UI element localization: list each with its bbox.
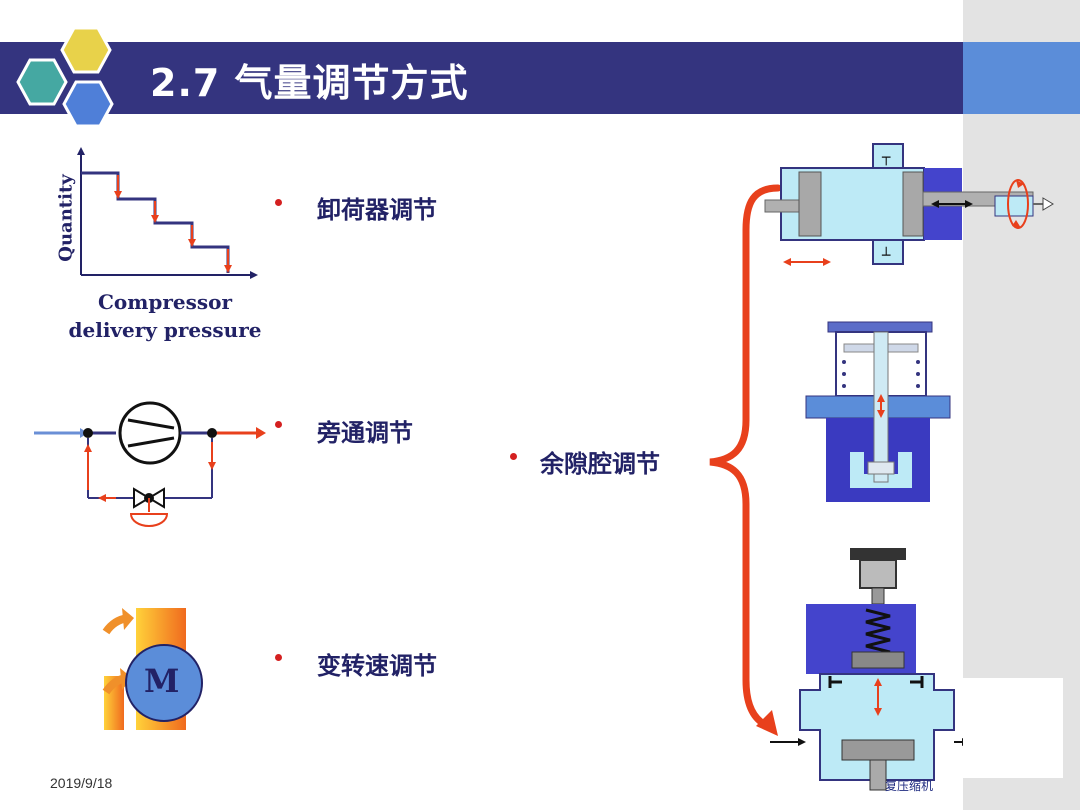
label-speed: 变转速调节 — [317, 652, 437, 680]
svg-text:┬: ┬ — [881, 150, 891, 166]
unloader-cylinder: ┬ ┴ — [764, 143, 1054, 266]
label-bypass: 旁通调节 — [317, 419, 413, 447]
page-title: 2.7 气量调节方式 — [150, 61, 469, 105]
label-unloader: 卸荷器调节 — [317, 196, 437, 224]
white-patch — [963, 678, 1063, 778]
bullet — [275, 421, 282, 428]
motor-letter: M — [144, 662, 180, 700]
right-side-strip — [963, 0, 1080, 810]
bypass-schematic — [34, 401, 266, 527]
clearance-valve — [805, 321, 951, 502]
clearance-cylinder — [770, 548, 970, 791]
motor-icon — [102, 608, 203, 730]
bullet — [510, 453, 517, 460]
chart-x-label: Compressor delivery pressure — [60, 288, 270, 344]
chart-y-label: Quantity — [55, 174, 77, 262]
title-bar — [0, 42, 963, 114]
step-chart — [77, 147, 258, 279]
red-brace — [709, 184, 782, 736]
footer-right-text: 复压缩机 — [885, 779, 934, 793]
hexagon-logo — [16, 26, 114, 128]
chart-x-label-line1: Compressor — [97, 290, 233, 314]
right-side-accent — [963, 42, 1080, 114]
footer-date: 2019/9/18 — [50, 775, 113, 791]
svg-text:┴: ┴ — [881, 247, 891, 264]
bullet — [275, 199, 282, 206]
bullet — [275, 654, 282, 661]
label-clearance: 余隙腔调节 — [540, 450, 660, 478]
chart-x-label-line2: delivery pressure — [68, 318, 262, 342]
